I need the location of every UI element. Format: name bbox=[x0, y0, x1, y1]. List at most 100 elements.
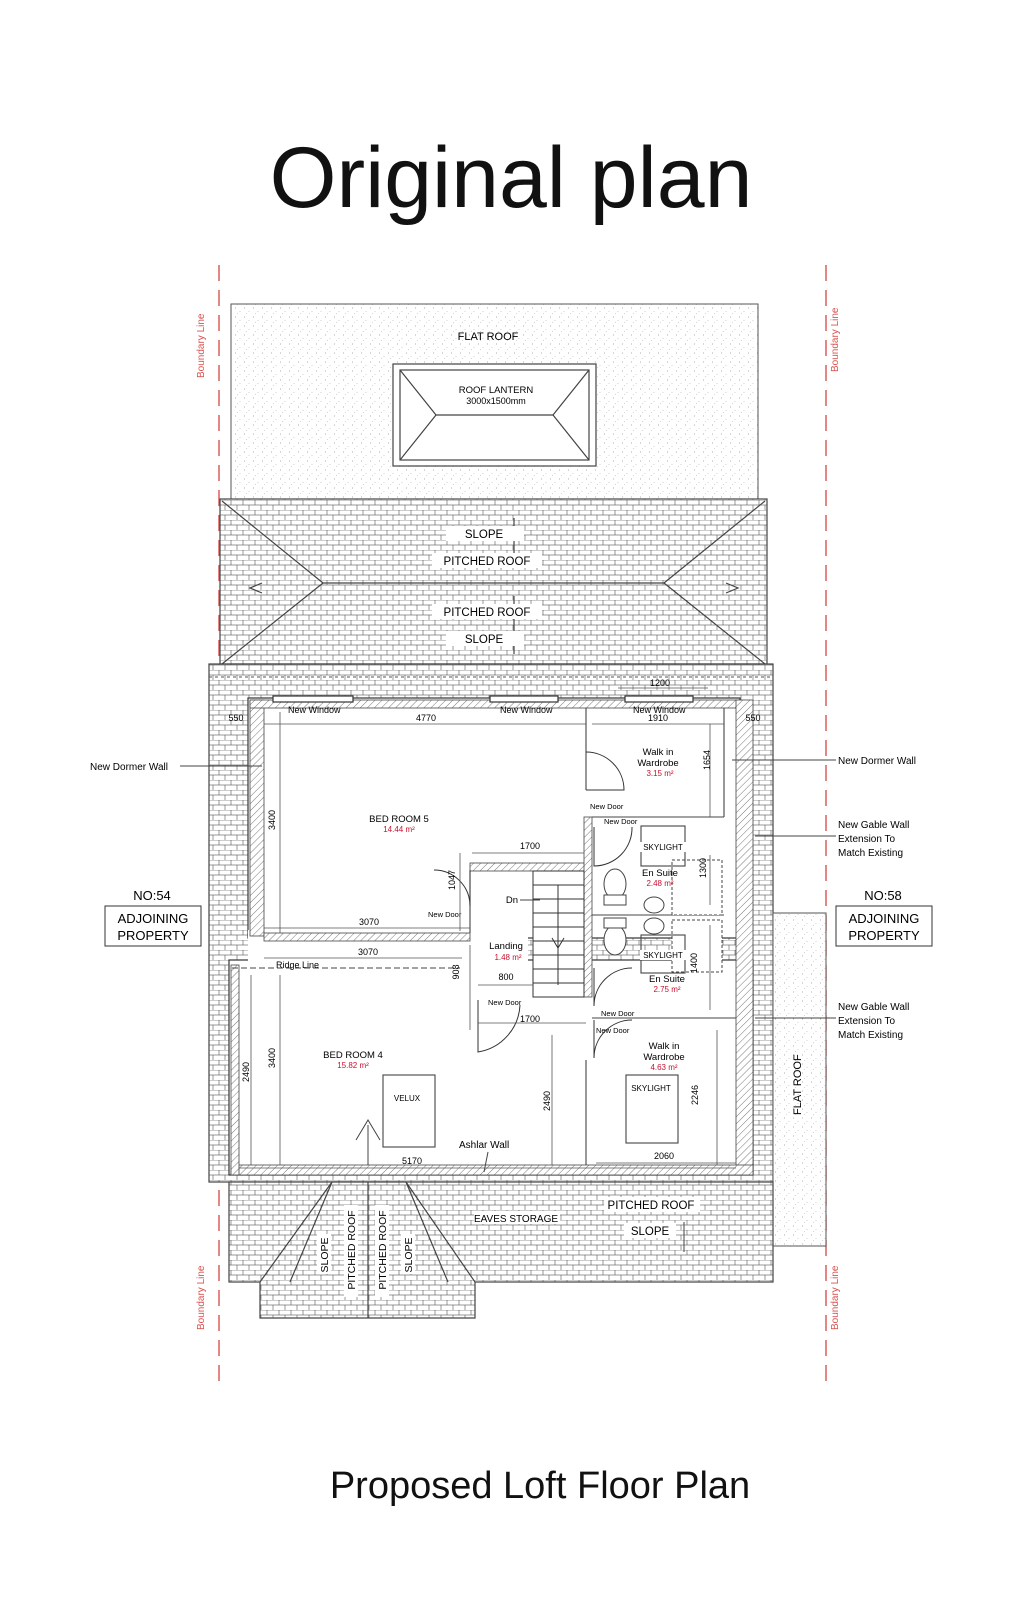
dim-1300: 1300 bbox=[698, 858, 708, 878]
gable-pitched-left: PITCHED ROOF bbox=[346, 1210, 358, 1289]
neighbour-right-line2: PROPERTY bbox=[848, 928, 920, 943]
door-wardrobe-top bbox=[585, 751, 625, 791]
staircase bbox=[532, 870, 585, 998]
dim-4770: 4770 bbox=[416, 713, 436, 723]
dim-908: 908 bbox=[451, 964, 461, 979]
skylight-label-2: SKYLIGHT bbox=[643, 951, 683, 960]
rear-gable bbox=[259, 1181, 476, 1319]
walkin-top-name1: Walk in bbox=[643, 747, 674, 758]
walkin-top-area: 3.15 m² bbox=[646, 769, 673, 778]
wall-right-gable bbox=[735, 699, 754, 1174]
neighbour-right-number: NO:58 bbox=[864, 888, 902, 903]
dim-1400: 1400 bbox=[689, 953, 699, 973]
wall-landing-top bbox=[469, 862, 587, 872]
boundary-label-left-bottom: Boundary Line bbox=[196, 1265, 207, 1330]
bed5-name: BED ROOM 5 bbox=[369, 814, 429, 825]
wall-mid-bed bbox=[263, 932, 471, 942]
dim-1700-bottom: 1700 bbox=[520, 1014, 540, 1024]
bed4-area: 15.82 m² bbox=[337, 1061, 369, 1070]
dim-3400-top: 3400 bbox=[267, 810, 277, 830]
dim-2246: 2246 bbox=[690, 1085, 700, 1105]
new-door-label-4: New Door bbox=[488, 998, 522, 1007]
landing-name: Landing bbox=[489, 941, 523, 952]
ashlar-wall-label: Ashlar Wall bbox=[459, 1140, 509, 1151]
bed5-area: 14.44 m² bbox=[383, 825, 415, 834]
rear-slope-label: SLOPE bbox=[631, 1226, 670, 1238]
boundary-label-left-top: Boundary Line bbox=[196, 313, 207, 378]
dim-1047: 1047 bbox=[447, 870, 457, 890]
dim-2490-left: 2490 bbox=[241, 1062, 251, 1082]
gable-wall-2-line2: Extension To bbox=[838, 1016, 896, 1027]
landing-area: 1.48 m² bbox=[494, 953, 521, 962]
roof-slope-top: SLOPE bbox=[465, 529, 504, 541]
dim-3070-top: 3070 bbox=[359, 917, 379, 927]
neighbour-right-line1: ADJOINING bbox=[849, 911, 920, 926]
dim-550-right: 550 bbox=[745, 713, 760, 723]
walkin-bottom-name1: Walk in bbox=[649, 1041, 680, 1052]
gable-slope-left: SLOPE bbox=[319, 1237, 331, 1272]
dim-800: 800 bbox=[498, 972, 513, 982]
roof-lantern-size: 3000x1500mm bbox=[466, 396, 526, 406]
walkin-bottom-area: 4.63 m² bbox=[650, 1063, 677, 1072]
roof-pitched-mid: PITCHED ROOF bbox=[444, 607, 531, 619]
loft-interior bbox=[228, 697, 754, 1176]
skylight-wardrobe bbox=[625, 1074, 679, 1144]
sanitaryware bbox=[603, 859, 723, 973]
boundary-label-right-top: Boundary Line bbox=[830, 307, 841, 372]
gable-slope-right: SLOPE bbox=[403, 1237, 415, 1272]
dim-1200: 1200 bbox=[650, 678, 670, 688]
neighbour-left-line2: PROPERTY bbox=[117, 928, 189, 943]
ensuite-top-name: En Suite bbox=[642, 868, 678, 879]
roof-slope-mid: SLOPE bbox=[465, 634, 504, 646]
doors bbox=[433, 751, 633, 1059]
gable-wall-2-line3: Match Existing bbox=[838, 1030, 903, 1041]
dim-2490-mid: 2490 bbox=[542, 1091, 552, 1111]
plan-caption: Proposed Loft Floor Plan bbox=[329, 1465, 751, 1507]
windows bbox=[272, 695, 694, 703]
dim-5170: 5170 bbox=[402, 1156, 422, 1166]
stair-down-label: Dn bbox=[506, 895, 518, 906]
dim-550-left: 550 bbox=[228, 713, 243, 723]
neighbour-right-box bbox=[835, 905, 933, 947]
new-window-label-3: New Window bbox=[633, 705, 686, 715]
neighbour-left-line1: ADJOINING bbox=[118, 911, 189, 926]
neighbour-left-number: NO:54 bbox=[133, 888, 171, 903]
new-dormer-wall-right: New Dormer Wall bbox=[838, 756, 916, 767]
skylight-label-1: SKYLIGHT bbox=[643, 843, 683, 852]
dim-1910: 1910 bbox=[648, 713, 668, 723]
ensuite-top-area: 2.48 m² bbox=[646, 879, 673, 888]
roof-lantern-title: ROOF LANTERN bbox=[459, 385, 534, 396]
door-ensuite-bottom bbox=[593, 967, 633, 1007]
wall-rear bbox=[230, 1164, 754, 1176]
eaves-storage-label: EAVES STORAGE bbox=[474, 1214, 558, 1225]
new-door-label-2: New Door bbox=[604, 817, 638, 826]
dim-3400-bottom: 3400 bbox=[267, 1048, 277, 1068]
bed4-name: BED ROOM 4 bbox=[323, 1050, 383, 1061]
neighbour-left-box bbox=[104, 905, 202, 947]
velux-label: VELUX bbox=[394, 1094, 421, 1103]
new-window-label-1: New Window bbox=[288, 705, 341, 715]
new-dormer-wall-left: New Dormer Wall bbox=[90, 762, 168, 773]
gable-pitched-right: PITCHED ROOF bbox=[377, 1210, 389, 1289]
dim-2060: 2060 bbox=[654, 1151, 674, 1161]
gable-wall-2-line1: New Gable Wall bbox=[838, 1002, 909, 1013]
door-bed4 bbox=[477, 1000, 521, 1053]
dim-1654: 1654 bbox=[702, 750, 712, 770]
skylight-label-3: SKYLIGHT bbox=[631, 1084, 671, 1093]
wall-left-top bbox=[249, 699, 265, 937]
roof-pitched-top: PITCHED ROOF bbox=[444, 556, 531, 568]
velux-window bbox=[382, 1074, 436, 1148]
new-door-label-1: New Door bbox=[590, 802, 624, 811]
flat-roof-right-label: FLAT ROOF bbox=[792, 1054, 804, 1115]
wall-stair bbox=[583, 816, 593, 998]
ensuite-bottom-name: En Suite bbox=[649, 974, 685, 985]
new-door-label-3: New Door bbox=[428, 910, 462, 919]
wall-left-bottom bbox=[230, 964, 240, 1176]
dim-1700-top: 1700 bbox=[520, 841, 540, 851]
ensuite-bottom-area: 2.75 m² bbox=[653, 985, 680, 994]
boundary-label-right-bottom: Boundary Line bbox=[830, 1265, 841, 1330]
new-door-label-5: New Door bbox=[601, 1009, 635, 1018]
roof-lantern bbox=[392, 363, 597, 467]
rear-pitched-label: PITCHED ROOF bbox=[608, 1200, 695, 1212]
